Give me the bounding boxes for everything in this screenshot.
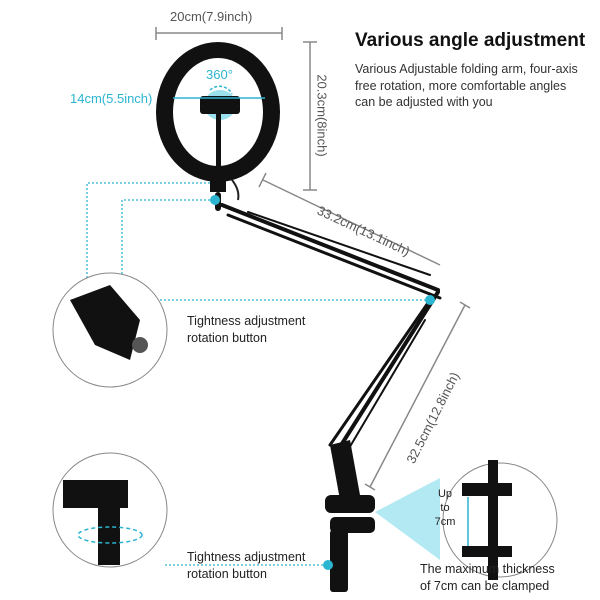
ring-width-label: 20cm(7.9inch) xyxy=(170,9,253,24)
bottom-pole-caption: Tightness adjustment rotation button xyxy=(187,549,305,583)
caption-line: Tightness adjustment xyxy=(187,314,306,328)
desk-clamp xyxy=(325,440,375,592)
range-line: 7cm xyxy=(434,516,456,528)
rotation-label: 360° xyxy=(206,67,233,82)
clamp-caption: The maximum thickness of 7cm can be clam… xyxy=(420,561,555,595)
dimension-lines xyxy=(155,27,471,491)
callout-lines xyxy=(86,182,428,566)
ring-height-label: 20.3cm(8inch) xyxy=(314,74,330,157)
caption-line: rotation button xyxy=(187,567,267,581)
range-line: to xyxy=(440,502,450,514)
clamp-range-label: Up to 7cm xyxy=(432,487,458,529)
caption-line: rotation button xyxy=(187,331,267,345)
caption-line: The maximum thickness xyxy=(420,562,555,576)
description-line: free rotation, more comfortable angles xyxy=(355,78,567,93)
holder-width-label: 14cm(5.5inch) xyxy=(70,91,153,106)
description: Various Adjustable folding arm, four-axi… xyxy=(355,61,578,111)
description-line: Various Adjustable folding arm, four-axi… xyxy=(355,62,578,76)
clamp-zoom-beam xyxy=(375,478,440,560)
caption-line: of 7cm can be clamped xyxy=(420,579,550,593)
detail-clamp xyxy=(442,460,558,580)
range-line: Up xyxy=(437,488,453,500)
description-line: can be adjusted with you xyxy=(355,95,493,109)
detail-bottom-pole xyxy=(52,452,168,568)
top-knob-caption: Tightness adjustment rotation button xyxy=(187,313,305,347)
detail-top-knob xyxy=(52,272,168,388)
caption-line: Tightness adjustment xyxy=(187,550,306,564)
page-title: Various angle adjustment xyxy=(355,30,586,51)
phone-holder xyxy=(173,85,265,166)
